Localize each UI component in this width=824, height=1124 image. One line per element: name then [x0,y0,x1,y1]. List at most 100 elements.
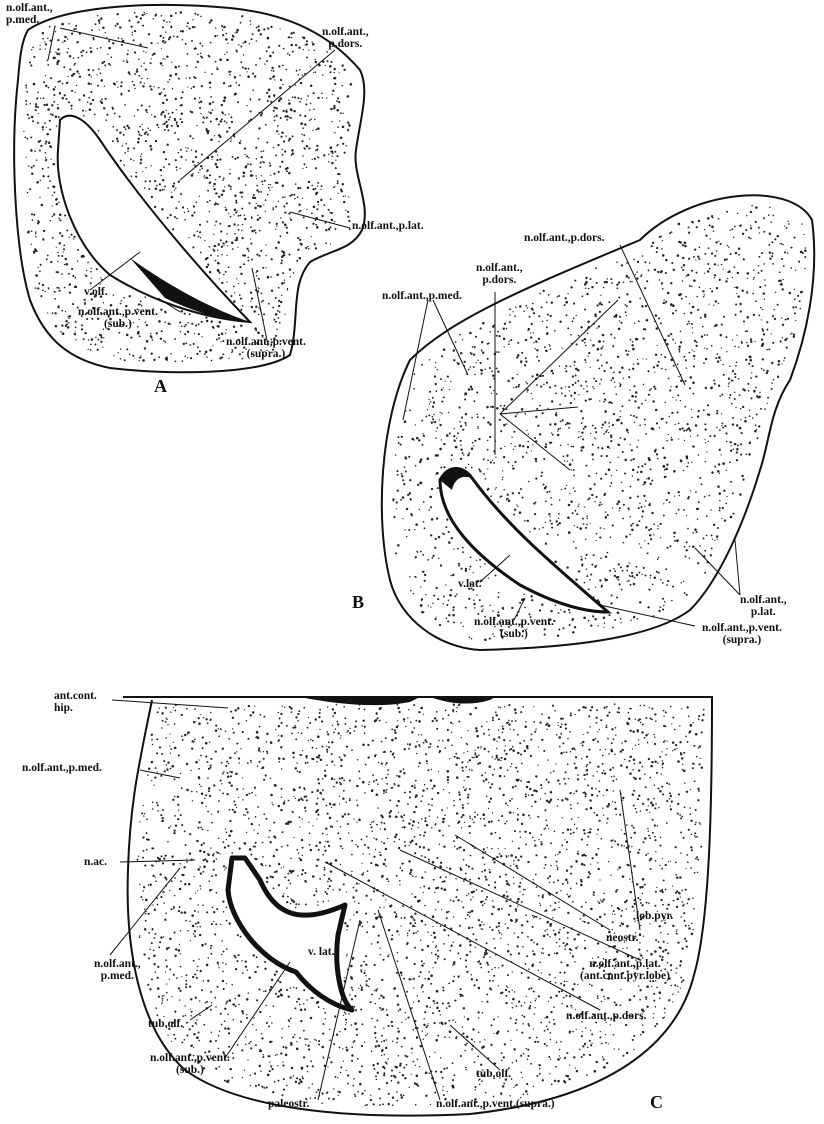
cell-dot [761,270,763,272]
cell-dot [690,436,691,437]
cell-dot [377,1063,379,1065]
cell-dot [391,904,393,906]
cell-dot [425,1035,427,1037]
cell-dot [386,722,387,723]
cell-dot [570,807,572,809]
cell-dot [559,522,561,524]
cell-dot [604,627,605,628]
cell-dot [600,455,602,457]
cell-dot [554,385,556,387]
cell-dot [434,618,436,620]
cell-dot [52,312,54,314]
cell-dot [27,231,30,234]
cell-dot [230,295,232,297]
cell-dot [739,394,741,396]
cell-dot [545,543,547,545]
cell-dot [453,621,455,623]
cell-dot [304,123,306,125]
cell-dot [420,482,423,485]
cell-dot [365,764,367,766]
cell-dot [26,157,27,158]
cell-dot [516,901,518,903]
cell-dot [187,22,189,24]
cell-dot [714,383,716,385]
cell-dot [488,971,490,973]
cell-dot [722,364,724,366]
cell-dot [160,35,162,37]
cell-dot [629,300,632,303]
cell-dot [177,804,179,806]
cell-dot [706,334,708,336]
cell-dot [297,74,299,76]
cell-dot [65,325,67,327]
cell-dot [421,364,423,366]
cell-dot [65,258,67,260]
cell-dot [340,188,342,190]
cell-dot [74,333,76,335]
cell-dot [557,534,559,536]
cell-dot [563,927,565,929]
cell-dot [315,150,317,152]
cell-dot [116,129,118,131]
cell-dot [290,987,292,989]
cell-dot [629,562,630,563]
cell-dot [542,375,544,377]
cell-dot [478,468,480,470]
cell-dot [557,799,559,801]
cell-dot [554,423,557,426]
cell-dot [683,265,684,266]
cell-dot [151,58,152,59]
cell-dot [622,518,624,520]
cell-dot [149,106,151,108]
cell-dot [362,853,363,854]
cell-dot [583,388,584,389]
cell-dot [401,1022,402,1023]
cell-dot [228,1046,230,1048]
cell-dot [318,849,320,851]
cell-dot [541,713,543,715]
cell-dot [419,971,421,973]
cell-dot [568,386,570,388]
cell-dot [694,528,697,531]
cell-dot [691,323,693,325]
cell-dot [404,466,406,468]
cell-dot [735,407,736,408]
cell-dot [299,857,301,859]
cell-dot [576,513,578,515]
cell-dot [189,344,191,346]
cell-dot [648,805,649,806]
cell-dot [672,304,675,307]
cell-dot [281,1037,283,1039]
cell-dot [155,140,157,142]
cell-dot [210,42,212,44]
cell-dot [650,577,651,578]
cell-dot [328,746,330,748]
cell-dot [504,446,505,447]
cell-dot [680,331,682,333]
cell-dot [497,331,499,333]
cell-dot [59,232,61,234]
cell-dot [337,182,339,184]
cell-dot [722,427,724,429]
cell-dot [167,129,169,131]
cell-dot [755,387,757,389]
cell-dot [632,469,635,472]
cell-dot [130,337,132,339]
cell-dot [45,48,46,49]
cell-dot [429,496,432,499]
cell-dot [608,422,610,424]
cell-dot [284,196,285,197]
cell-dot [345,1024,346,1025]
cell-dot [50,220,52,222]
cell-dot [339,173,341,175]
cell-dot [88,97,90,99]
cell-dot [586,756,588,758]
cell-dot [549,882,551,884]
cell-dot [642,255,644,257]
cell-dot [669,416,671,418]
cell-dot [653,1017,654,1018]
cell-dot [460,458,462,460]
cell-dot [103,302,104,303]
cell-dot [510,443,511,444]
cell-dot [751,205,753,207]
